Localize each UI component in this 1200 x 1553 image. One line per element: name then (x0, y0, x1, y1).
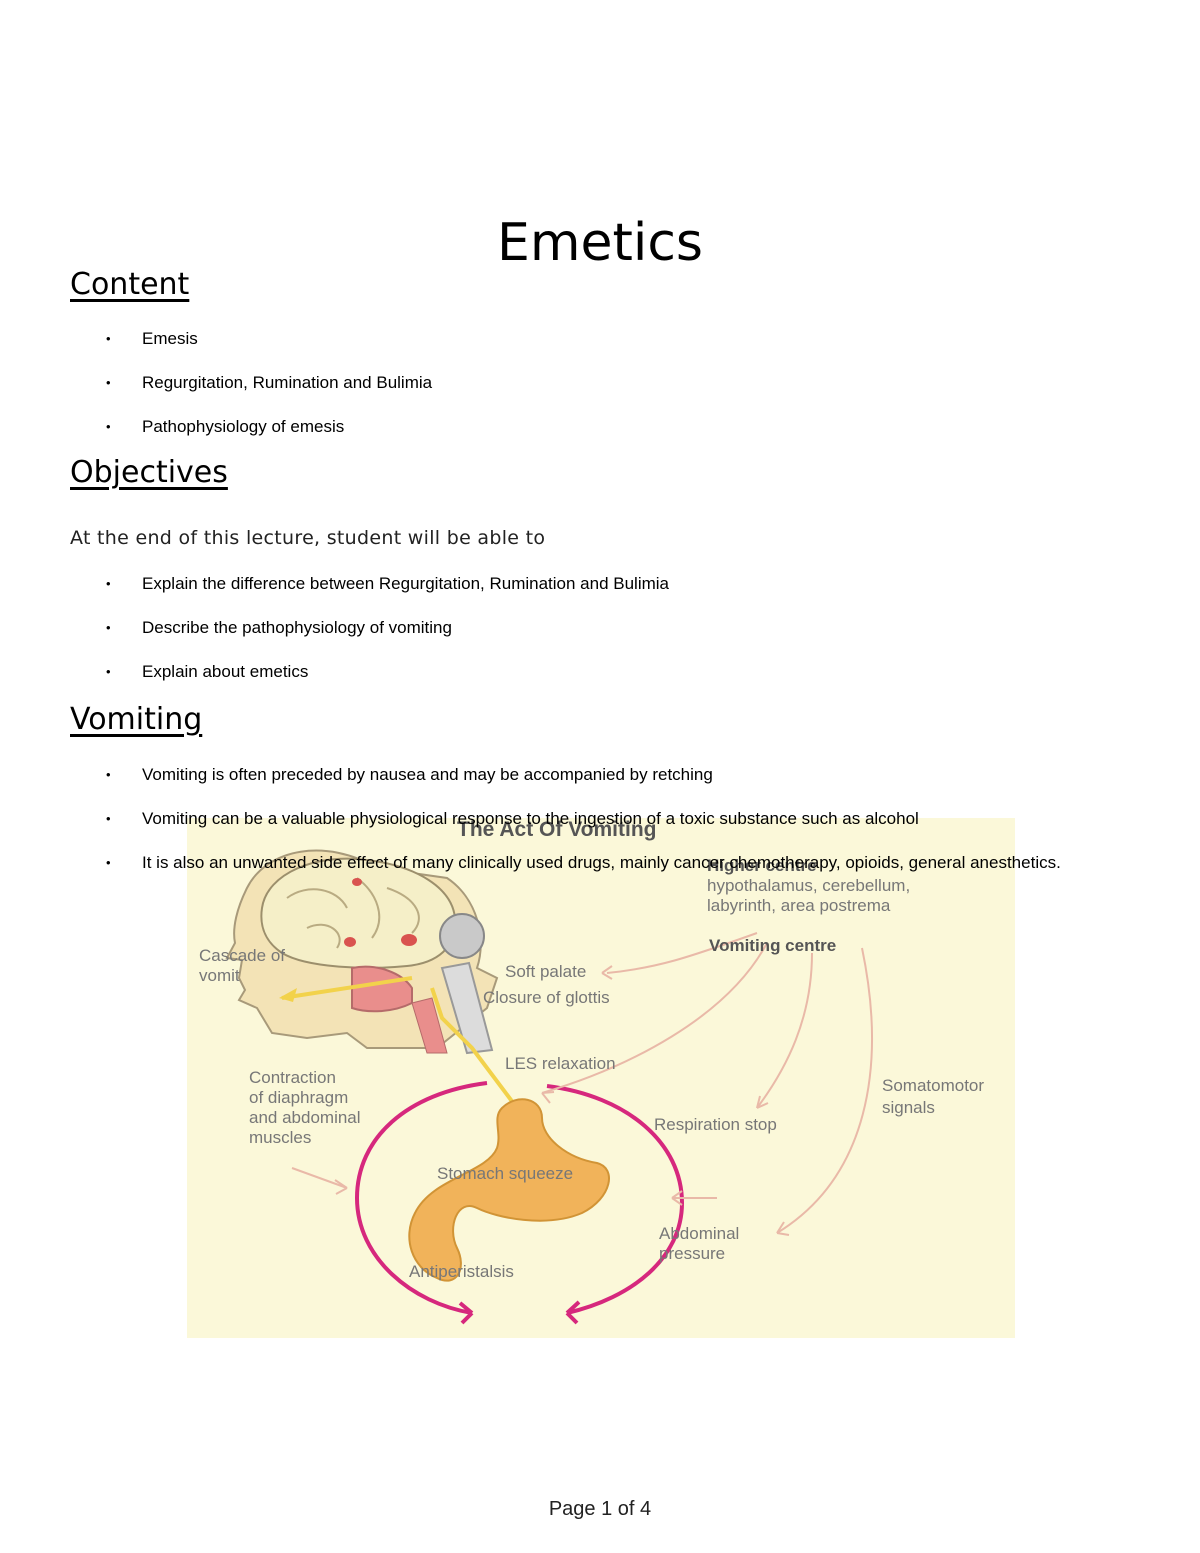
stomach-squeeze-label: Stomach squeeze (437, 1164, 574, 1183)
content-list: •Emesis •Regurgitation, Rumination and B… (70, 325, 1130, 457)
list-item: •Emesis (70, 325, 1130, 353)
list-item: •Explain the difference between Regurgit… (70, 570, 1130, 598)
bullet-icon: • (106, 331, 111, 346)
bullet-icon: • (106, 855, 111, 870)
contraction-label: Contraction (249, 1068, 336, 1087)
bullet-icon: • (106, 767, 111, 782)
abdominal-pressure-label: Abdominal (659, 1224, 740, 1243)
objectives-list: •Explain the difference between Regurgit… (70, 570, 1130, 702)
bullet-icon: • (106, 664, 111, 679)
contraction-label: of diaphragm (249, 1088, 349, 1107)
cascade-label: Cascade of (199, 946, 285, 965)
stomach (408, 1098, 610, 1282)
les-relaxation-label: LES relaxation (505, 1054, 616, 1073)
list-item: •Regurgitation, Rumination and Bulimia (70, 369, 1130, 397)
list-item: •Vomiting can be a valuable physiologica… (70, 805, 1130, 833)
act-of-vomiting-figure: The Act Of Vomiting Higher centre hypoth… (187, 818, 1015, 1338)
contraction-label: muscles (249, 1128, 312, 1147)
bullet-icon: • (106, 576, 111, 591)
somatomotor-label: Somatomotor (882, 1076, 985, 1095)
objectives-intro: At the end of this lecture, student will… (70, 527, 546, 549)
bullet-icon: • (106, 419, 111, 434)
bullet-icon: • (106, 375, 111, 390)
cerebellum (439, 913, 485, 959)
vomiting-diagram (225, 849, 873, 1325)
bullet-icon: • (106, 811, 111, 826)
antiperistalsis-label: Antiperistalsis (409, 1262, 514, 1281)
objectives-heading: Objectives (70, 455, 228, 490)
list-item: •Pathophysiology of emesis (70, 413, 1130, 441)
list-item: •Describe the pathophysiology of vomitin… (70, 614, 1130, 642)
closure-glottis-label: Closure of glottis (483, 988, 610, 1007)
somatomotor-label: signals (882, 1098, 935, 1117)
cascade-label: vomit (199, 966, 240, 985)
higher-centre-detail: labyrinth, area postrema (707, 896, 891, 915)
higher-centre-detail: hypothalamus, cerebellum, (707, 876, 911, 895)
vomiting-centre-label: Vomiting centre (709, 936, 837, 955)
bullet-icon: • (106, 620, 111, 635)
vomiting-list: •Vomiting is often preceded by nausea an… (70, 761, 1130, 893)
abdominal-pressure-label: pressure (659, 1244, 726, 1263)
higher-centre-label: Higher centre (707, 856, 817, 875)
respiration-stop-label: Respiration stop (654, 1115, 777, 1134)
page-title: Emetics (496, 212, 704, 273)
list-item: •It is also an unwanted side effect of m… (70, 849, 1130, 877)
page-footer: Page 1 of 4 (548, 1498, 652, 1520)
vomiting-heading: Vomiting (70, 702, 203, 737)
list-item: •Vomiting is often preceded by nausea an… (70, 761, 1130, 789)
list-item: •Explain about emetics (70, 658, 1130, 686)
content-heading: Content (70, 267, 190, 302)
soft-palate-label: Soft palate (505, 962, 587, 981)
figure-title: The Act Of Vomiting (457, 818, 657, 841)
contraction-label: and abdominal (249, 1108, 361, 1127)
